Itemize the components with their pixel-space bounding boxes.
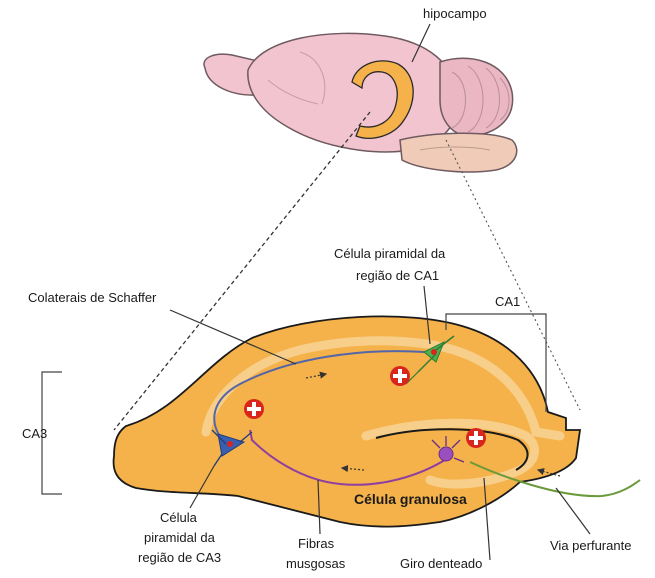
mossy-label-line1: Fibras	[298, 536, 335, 551]
mossy-label-line2: musgosas	[286, 556, 346, 571]
dentate-label: Giro denteado	[400, 556, 482, 571]
ca1-cell-label-line1: Célula piramidal da	[334, 246, 446, 261]
plus-badge-ca1	[390, 366, 410, 386]
ca3-label: CA3	[22, 426, 47, 441]
ca3-cell-label-line2: piramidal da	[144, 530, 216, 545]
ca3-cell-label-line1: Célula	[160, 510, 198, 525]
slice-outline	[114, 316, 580, 526]
plus-badge-ca3	[244, 399, 264, 419]
granule-cell-label: Célula granulosa	[354, 491, 467, 507]
plus-badge-dentate	[466, 428, 486, 448]
perforant-label: Via perfurante	[550, 538, 631, 553]
ca1-cell-label-line2: região de CA1	[356, 268, 439, 283]
hippocampus-slice	[114, 316, 580, 526]
ca3-cell-label-line3: região de CA3	[138, 550, 221, 565]
rat-brain	[204, 33, 517, 172]
brainstem	[400, 133, 517, 172]
schaffer-label: Colaterais de Schaffer	[28, 290, 157, 305]
hippocampus-label: hipocampo	[423, 6, 487, 21]
ca1-label: CA1	[495, 294, 520, 309]
cerebrum	[248, 33, 458, 152]
